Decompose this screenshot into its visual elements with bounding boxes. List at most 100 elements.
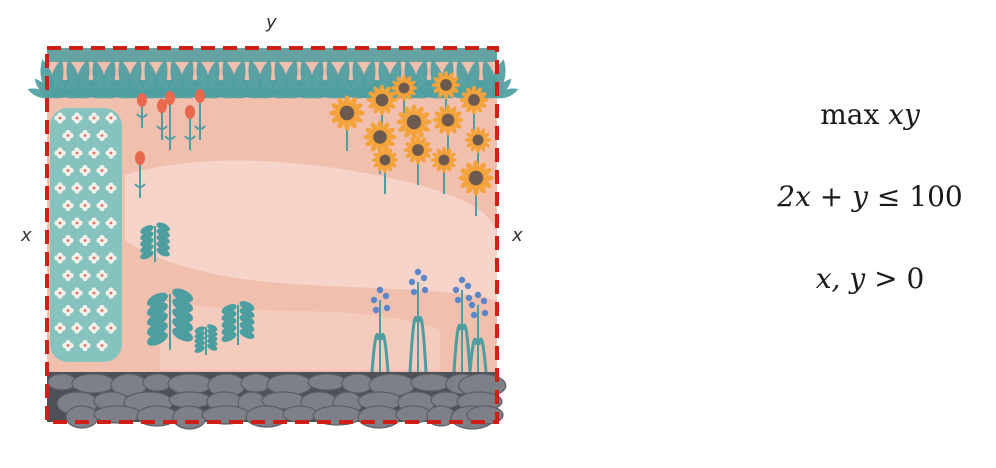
hedge-flower — [54, 322, 66, 334]
sunflower-petal — [447, 72, 454, 82]
hedge-flower — [105, 182, 117, 194]
leaf-shape — [268, 78, 286, 98]
sunflower-petal — [451, 121, 462, 129]
sunflower-petal — [470, 143, 477, 152]
domain-inequality: x, y > 0 — [720, 262, 996, 295]
hedge-center — [109, 326, 113, 330]
hedge-flower — [105, 147, 117, 159]
sunflower-center — [438, 154, 450, 166]
sunflower-petal — [445, 163, 452, 172]
sunflower-petal — [381, 141, 390, 152]
hedge-petal — [57, 182, 63, 188]
leaf-shape — [138, 78, 156, 98]
hedge-flower — [71, 217, 83, 229]
leaf-shape — [79, 88, 104, 99]
hedge-flower — [88, 147, 100, 159]
hedge-petal — [57, 287, 63, 293]
sunflower-petal — [370, 141, 379, 152]
bluebell-flower — [420, 274, 428, 282]
sunflower-petal — [411, 127, 417, 140]
stone — [410, 373, 451, 392]
sunflower-petal — [388, 161, 397, 168]
hedge-center — [100, 204, 104, 207]
sunflower-head — [432, 104, 464, 136]
hedge-petal — [91, 182, 97, 188]
sunflower-head — [459, 85, 489, 115]
stone — [65, 405, 99, 429]
hedge-center — [66, 274, 70, 277]
hedge-petal — [82, 129, 88, 136]
bluebell-flower — [414, 268, 422, 276]
hedge-petal — [74, 147, 80, 153]
sunflower-petal — [448, 157, 458, 163]
sunflower-petal — [461, 101, 471, 108]
hedge-flower — [88, 287, 100, 299]
sunflower-head — [366, 84, 398, 116]
sunflower-petal — [477, 162, 486, 174]
tulip-icon — [134, 89, 206, 198]
sunflower-petal — [373, 103, 381, 114]
sunflower-head — [390, 74, 418, 102]
sunflower-petal — [473, 160, 479, 173]
sunflower-petal — [439, 106, 447, 117]
hedge-petal — [65, 339, 71, 346]
stone — [341, 373, 374, 394]
hedge-center — [58, 256, 62, 260]
sunflower-petal — [475, 87, 482, 97]
hedge-flower — [96, 304, 108, 317]
sunflower-petal — [389, 157, 399, 163]
hedge-center — [58, 291, 62, 295]
hedge-petal — [65, 199, 71, 206]
hedge-flower — [88, 252, 100, 264]
hedge-center — [66, 239, 70, 242]
hedge-petal — [99, 234, 105, 241]
sunflower-petal — [466, 182, 475, 194]
bluebell-leaf — [408, 316, 419, 373]
sunflower-petal — [479, 143, 486, 152]
hedge-petal — [82, 304, 88, 311]
hedge-center — [58, 186, 62, 190]
hedge-petal — [91, 217, 97, 223]
sunflower-petal — [481, 132, 490, 139]
hedge-petal — [57, 147, 63, 153]
hedge-petal — [65, 304, 71, 311]
sunflower-petal — [379, 104, 385, 116]
tulip-head — [195, 89, 205, 103]
hedge-petal — [82, 339, 88, 346]
sunflower-petal — [443, 89, 449, 100]
leaf-shape — [476, 78, 494, 98]
hedge-center — [58, 151, 62, 155]
sunflower-petal — [351, 114, 363, 123]
sunflower-petal — [396, 91, 403, 100]
sunflower-petal — [445, 148, 452, 157]
leaf-shape — [164, 78, 182, 98]
sunflower-petal — [460, 179, 472, 188]
bluebell-flower — [383, 304, 391, 312]
hedge-flower — [105, 217, 117, 229]
hedge-petal — [108, 182, 114, 188]
leaf-shape — [346, 78, 364, 98]
sunflower-petal — [398, 112, 410, 121]
leaf-shape — [86, 78, 104, 98]
stone — [71, 373, 116, 394]
leaf-shape — [206, 59, 220, 98]
hedge-center — [100, 309, 104, 312]
hedge-petal — [65, 164, 71, 171]
tulip-head — [137, 93, 147, 107]
bluebell-leaf — [379, 333, 390, 373]
leaf-shape — [352, 59, 366, 98]
leaf-shape — [248, 59, 262, 98]
hedge-flower — [88, 322, 100, 334]
sunflower-petal — [384, 127, 395, 136]
hedge-petal — [74, 182, 80, 188]
leaf-shape — [170, 59, 184, 98]
sunflower-petal — [449, 106, 457, 117]
hedge-flower — [79, 129, 91, 142]
leaf-shape — [76, 59, 90, 98]
bluebell-leaf — [461, 323, 472, 373]
hedge-center — [58, 221, 62, 225]
bluebell-flower — [470, 311, 478, 319]
stone — [282, 405, 318, 423]
sunflower-center — [379, 154, 391, 166]
hedge-petal — [74, 252, 80, 258]
